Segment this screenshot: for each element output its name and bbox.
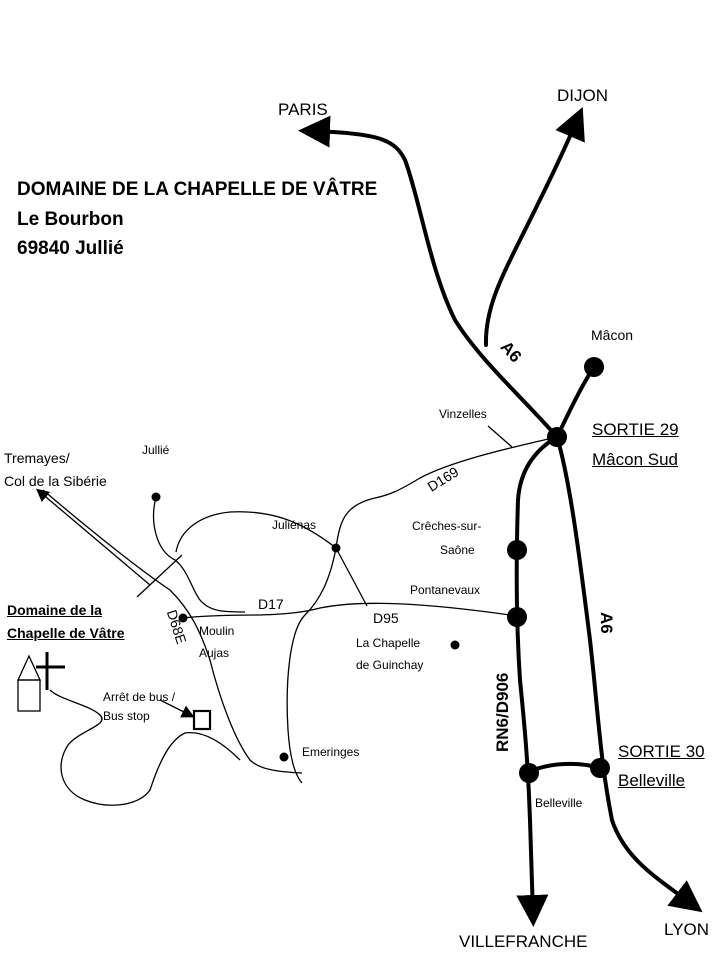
road-julienas-south bbox=[286, 547, 337, 784]
road-bus-pointer bbox=[159, 699, 195, 718]
dot-sortie30 bbox=[590, 758, 610, 778]
road-vinzelles-pointer bbox=[487, 425, 513, 448]
exit-sortie30-number: SORTIE 30 bbox=[618, 742, 705, 761]
road-tremayes bbox=[36, 488, 151, 586]
domaine-label-2: Chapelle de Vâtre bbox=[7, 625, 125, 641]
place-jullie: Jullié bbox=[142, 443, 170, 457]
dot-belleville-rn6 bbox=[519, 763, 539, 783]
place-belleville: Belleville bbox=[535, 796, 583, 810]
road-macon-branch bbox=[555, 365, 596, 439]
road-label-rn6: RN6/D906 bbox=[493, 672, 512, 752]
place-moulin-2: Aujas bbox=[199, 646, 230, 660]
place-julienas: Juliénas bbox=[272, 518, 317, 532]
exit-sortie29-number: SORTIE 29 bbox=[592, 420, 679, 439]
exit-sortie29-name: Mâcon Sud bbox=[592, 450, 678, 469]
road-label-a6-east: A6 bbox=[597, 612, 616, 634]
dest-paris: PARIS bbox=[278, 100, 328, 119]
road-rn6 bbox=[514, 435, 559, 927]
bus-stop-icon bbox=[192, 709, 212, 731]
dot-macon bbox=[584, 357, 604, 377]
dot-creches bbox=[507, 540, 527, 560]
place-moulin-1: Moulin bbox=[199, 624, 235, 638]
place-creches-2: Saône bbox=[440, 543, 475, 557]
place-pontanevaux: Pontanevaux bbox=[410, 583, 481, 597]
road-d95 bbox=[335, 547, 368, 607]
road-jullie bbox=[153, 496, 246, 613]
dot-chapelle-guinchay bbox=[450, 640, 460, 650]
road-a6-dijon bbox=[483, 106, 585, 347]
road-cross bbox=[136, 554, 183, 598]
domaine-label-1: Domaine de la bbox=[7, 602, 102, 618]
dest-lyon: LYON bbox=[664, 920, 710, 939]
place-emeringes: Emeringes bbox=[302, 745, 360, 759]
place-chapelle-1: La Chapelle bbox=[356, 636, 421, 650]
dot-moulin bbox=[178, 613, 188, 623]
dest-villefranche: VILLEFRANCHE bbox=[459, 932, 588, 951]
place-chapelle-2: de Guinchay bbox=[356, 658, 424, 672]
dest-dijon: DIJON bbox=[557, 86, 608, 105]
bus-stop-label-1: Arrêt de bus / bbox=[103, 690, 176, 704]
place-creches-1: Crêches-sur- bbox=[412, 519, 482, 533]
place-macon: Mâcon bbox=[591, 327, 634, 343]
dot-jullie bbox=[151, 492, 161, 502]
road-label-d17: D17 bbox=[258, 596, 284, 612]
road-label-d95: D95 bbox=[373, 610, 399, 626]
road-d17 bbox=[181, 602, 518, 619]
road-d169 bbox=[335, 436, 558, 549]
bus-stop-label-2: Bus stop bbox=[103, 709, 150, 723]
dot-sortie29 bbox=[547, 427, 567, 447]
exit-sortie30-name: Belleville bbox=[618, 771, 686, 790]
header-postcode: 69840 Jullié bbox=[17, 238, 124, 259]
place-vinzelles: Vinzelles bbox=[439, 407, 487, 421]
road-belleville-link bbox=[527, 761, 602, 774]
road-a6-paris bbox=[298, 115, 559, 439]
road-julienas-vinzelles bbox=[175, 511, 337, 553]
dest-tremayes-2: Col de la Sibérie bbox=[4, 473, 107, 489]
road-domaine bbox=[49, 689, 241, 806]
road-d68e bbox=[42, 489, 303, 774]
chapel-icon bbox=[16, 652, 65, 712]
header-title: DOMAINE DE LA CHAPELLE DE VÂTRE bbox=[17, 179, 378, 200]
road-a6-lyon bbox=[555, 435, 703, 913]
dot-emeringes bbox=[279, 752, 289, 762]
dot-pontanevaux bbox=[507, 607, 527, 627]
dest-tremayes-1: Tremayes/ bbox=[4, 450, 70, 466]
header-address-line: Le Bourbon bbox=[17, 209, 124, 230]
dot-julienas bbox=[331, 543, 341, 553]
